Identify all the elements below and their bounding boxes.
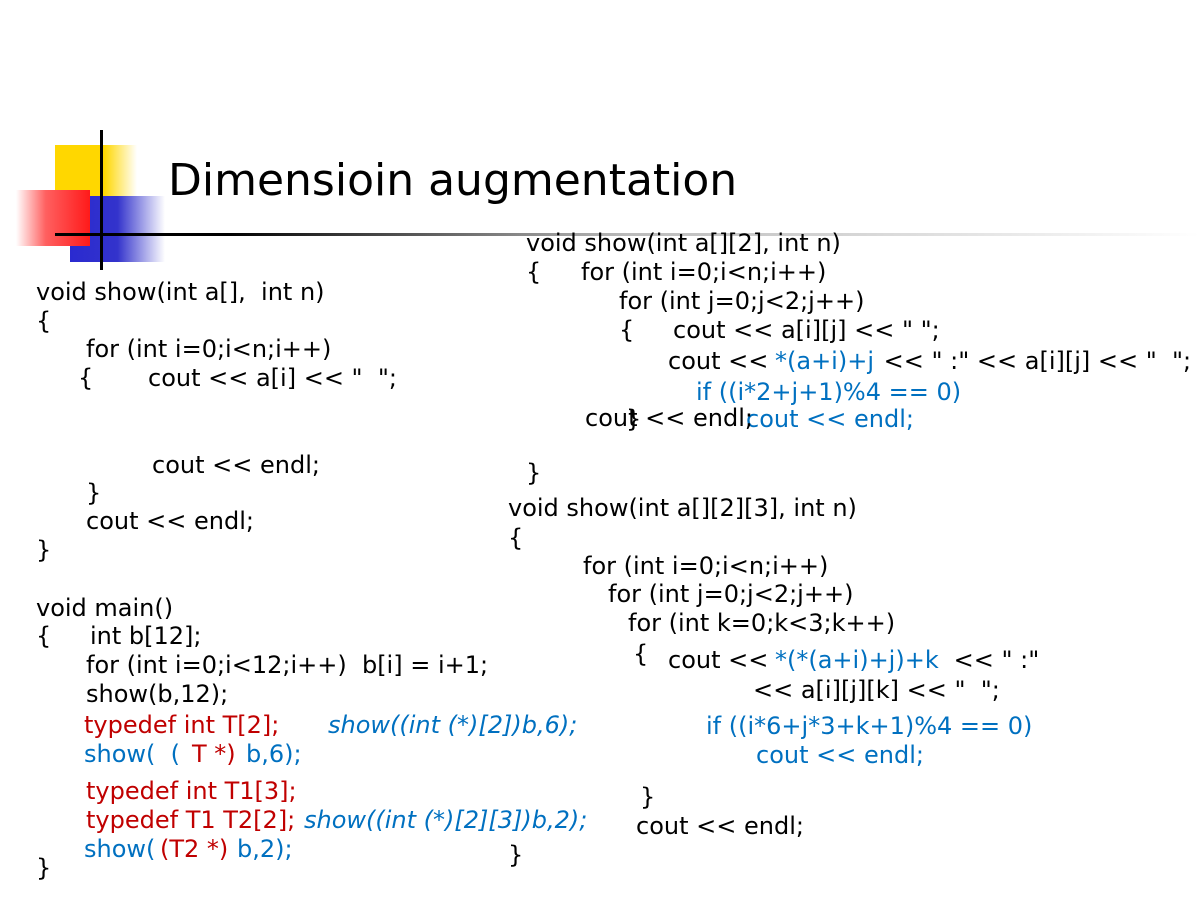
title-rule [55,233,1200,236]
code-line: { [508,524,524,552]
code-line: } [508,841,524,869]
code-line: } [36,854,52,882]
code-line: cout << [668,646,776,674]
code-line: cout << endl; [152,451,320,479]
code-line: << " :" << a[i][j] << " "; [876,347,1192,375]
code-line: for (int i=0;i<n;i++) [86,335,332,363]
code-line: typedef int T1[3]; [86,777,297,805]
code-line: { [36,622,52,650]
code-line: b,2); [237,835,293,863]
code-line: << " :" [946,646,1040,674]
code-line: void show(int a[][2], int n) [526,229,841,257]
code-line: cout << endl; [585,404,753,432]
code-line: void show(int a[][2][3], int n) [508,494,857,522]
code-line: for (int j=0;j<2;j++) [608,580,854,608]
code-line: show( ( [84,740,181,768]
code-line: for (int j=0;j<2;j++) [619,287,865,315]
code-line: } [86,479,102,507]
page-title: Dimensioin augmentation [168,155,738,206]
code-line: { [619,316,635,344]
code-line: for (int i=0;i<12;i++) b[i] = i+1; [86,651,489,679]
code-line: cout << endl; [636,812,804,840]
code-line: cout << endl; [756,741,924,769]
code-line: { [526,258,542,286]
code-line: show(b,12); [86,680,229,708]
code-line: typedef int T[2]; [84,711,280,739]
code-line: void show(int a[], int n) [36,278,325,306]
code-line: } [36,536,52,564]
code-line: *(a+i)+j [775,347,874,375]
code-line: if ((i*2+j+1)%4 == 0) [696,378,962,406]
code-line: T *) [192,740,236,768]
code-line: } [626,405,642,433]
code-line: for (int k=0;k<3;k++) [628,609,896,637]
code-line: *(*(a+i)+j)+k [775,646,939,674]
code-line: } [526,459,542,487]
deco-red-square [16,190,90,246]
code-line: if ((i*6+j*3+k+1)%4 == 0) [706,712,1033,740]
code-line: cout << a[i][j] << " "; [673,316,940,344]
code-line: } [640,783,656,811]
code-line: b,6); [246,740,302,768]
code-line: show((int (*)[2])b,6); [328,711,578,739]
code-line: for (int i=0;i<n;i++) [583,552,829,580]
code-line: cout << a[i] << " "; [148,364,397,392]
code-line: << a[i][j][k] << " "; [753,676,1000,704]
code-line: cout << [668,347,776,375]
code-line: (T2 *) [160,835,229,863]
code-line: typedef T1 T2[2]; [86,806,296,834]
deco-vertical-line [100,130,103,270]
code-line: show( [84,835,156,863]
code-line: { [78,364,94,392]
code-line: cout << endl; [746,405,914,433]
code-line: { [633,640,649,668]
code-line: int b[12]; [90,622,202,650]
code-line: cout << endl; [86,507,254,535]
code-line: for (int i=0;i<n;i++) [581,258,827,286]
code-line: show((int (*)[2][3])b,2); [304,806,588,834]
code-line: { [36,307,52,335]
code-line: void main() [36,594,174,622]
